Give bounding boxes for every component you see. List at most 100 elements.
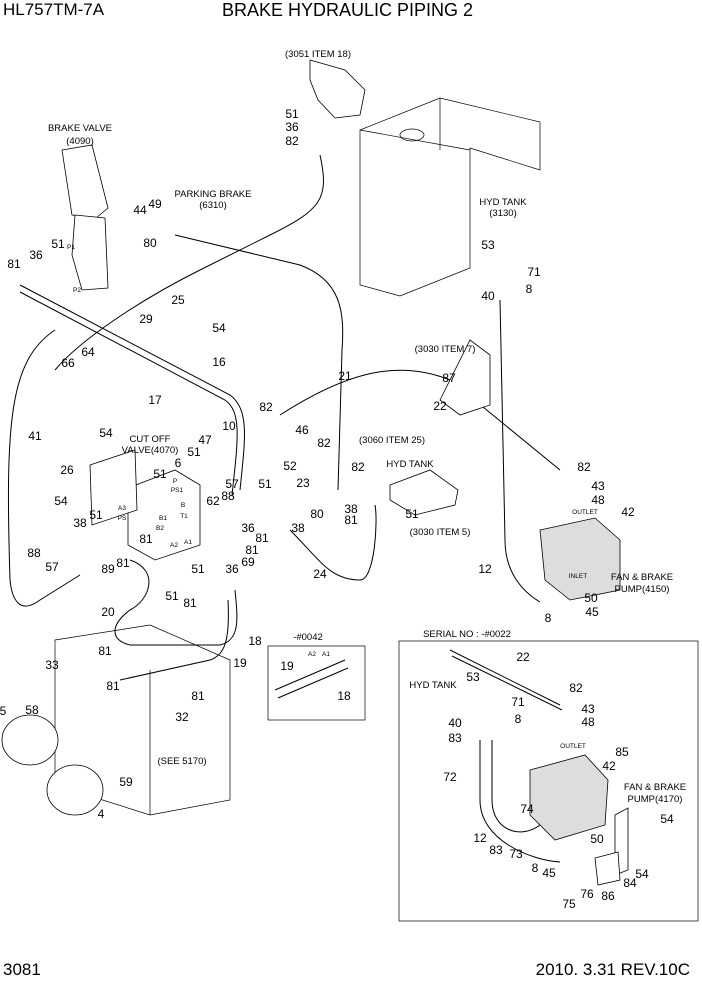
part-callout: 86 (601, 889, 615, 903)
part-callout: 4 (98, 807, 105, 821)
part-callout: 81 (183, 596, 197, 610)
part-callout: 51 (258, 477, 272, 491)
part-callout: 76 (580, 887, 594, 901)
pipe-16-17 (19, 284, 245, 491)
part-callout: 48 (591, 493, 605, 507)
part-callout: 38 (344, 502, 358, 516)
part-callout: 72 (443, 770, 457, 784)
part-callout: 8 (545, 611, 552, 625)
part-callout: 22 (516, 650, 530, 664)
part-callout: 12 (473, 831, 487, 845)
part-callout: 50 (590, 832, 604, 846)
part-callout: 69 (241, 555, 255, 569)
part-callout: 23 (296, 476, 310, 490)
part-callout: 18 (248, 634, 262, 648)
part-callout: 44 (133, 203, 147, 217)
part-callout: 20 (101, 605, 115, 619)
annotation-label: (3130) (489, 208, 516, 219)
part-callout: 36 (29, 248, 43, 262)
part-callout: 87 (442, 371, 456, 385)
pipe-80-run (174, 234, 344, 491)
part-callout: 12 (478, 562, 492, 576)
part-callout: 21 (338, 369, 352, 383)
model-code: HL757TM-7A (3, 0, 105, 19)
port-label: A1 (322, 651, 330, 658)
part-callout: 51 (165, 589, 179, 603)
part-callout: 42 (621, 505, 635, 519)
part-callout: 59 (119, 775, 133, 789)
part-callout: 82 (317, 436, 331, 450)
part-callout: 22 (433, 399, 447, 413)
port-label: OUTLET (560, 743, 586, 750)
diagram-artwork (1, 59, 699, 922)
part-callout: 82 (285, 134, 299, 148)
annotation-label: FAN & BRAKE (624, 782, 686, 793)
port-label: A3 (118, 505, 126, 512)
part-callout: 17 (148, 393, 162, 407)
brake-valve-pedal (61, 144, 109, 219)
part-callout: 50 (584, 591, 598, 605)
part-callout: 57 (45, 560, 59, 574)
part-callout: 83 (489, 843, 503, 857)
annotation-label: (3030 ITEM 5) (410, 527, 471, 538)
part-callout: 51 (153, 467, 167, 481)
part-callout: 81 (7, 257, 21, 271)
part-callout: 53 (481, 238, 495, 252)
annotation-label: -#0042 (293, 632, 323, 643)
port-label: B2 (156, 525, 164, 532)
port-label: A2 (170, 542, 178, 549)
part-callout: 51 (191, 562, 205, 576)
port-label: A1 (184, 539, 192, 546)
part-callout: 54 (660, 812, 674, 826)
fan-brake-pump-4170 (529, 754, 609, 841)
pipe-22 (279, 369, 561, 471)
accumulator-5 (1, 714, 59, 766)
part-callout: 40 (448, 716, 462, 730)
annotation-label: (3051 ITEM 18) (285, 49, 351, 60)
part-callout: 54 (212, 321, 226, 335)
annotation-label: SERIAL NO : -#0022 (423, 629, 511, 640)
annotation-label: VALVE(4070) (122, 445, 179, 456)
part-callout: 33 (45, 658, 59, 672)
pipe-41 (7, 329, 81, 607)
port-label: PS (118, 515, 127, 522)
bracket-3030-item7 (439, 339, 491, 416)
part-callout: 40 (481, 289, 495, 303)
annotation-label: HYD TANK (386, 459, 434, 470)
part-callout: 81 (116, 556, 130, 570)
part-callout: 19 (233, 656, 247, 670)
part-callout: 46 (295, 423, 309, 437)
part-callout: 24 (313, 567, 327, 581)
part-callout: 6 (175, 456, 182, 470)
part-callout: 81 (255, 531, 269, 545)
part-callout: 81 (106, 679, 120, 693)
port-label: PS1 (171, 487, 184, 494)
pipe-12 (499, 299, 541, 603)
part-callout: 81 (245, 543, 259, 557)
page-title: BRAKE HYDRAULIC PIPING 2 (222, 0, 474, 20)
part-callout: 54 (54, 494, 68, 508)
part-callout: 36 (285, 120, 299, 134)
part-callout: 8 (526, 282, 533, 296)
revision-date: 2010. 3.31 REV.10C (535, 960, 690, 979)
part-callout: 81 (344, 513, 358, 527)
part-callout: 82 (351, 460, 365, 474)
part-callout: 45 (585, 605, 599, 619)
pipe-21 (54, 154, 324, 371)
pipe-18-19 (119, 599, 229, 681)
part-callout: 51 (285, 107, 299, 121)
part-callout: 74 (520, 802, 534, 816)
part-callout: 18 (337, 689, 351, 703)
cut-off-valve (127, 469, 201, 561)
port-label: P2 (73, 287, 81, 294)
part-callout: 88 (27, 546, 41, 560)
part-callout: 80 (143, 236, 157, 250)
part-callout: 16 (212, 355, 226, 369)
part-callout: 57 (225, 477, 239, 491)
parking-brake-valve (309, 59, 366, 119)
inset-0042 (267, 645, 366, 721)
part-callout: 66 (61, 356, 75, 370)
annotation-label: CUT OFF (130, 434, 171, 445)
part-callout: 45 (542, 866, 556, 880)
